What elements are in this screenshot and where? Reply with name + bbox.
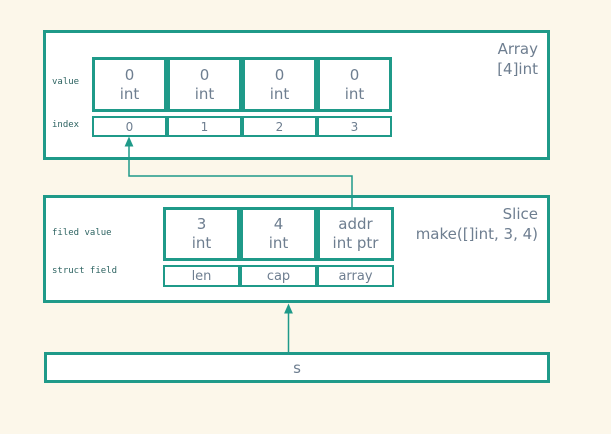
slice-cap-value-cell: 4 int: [240, 207, 317, 261]
slice-cell-value: 3: [196, 215, 207, 233]
value-row-label: value: [52, 77, 80, 87]
variable-box: s: [44, 352, 550, 383]
struct-field-cap: cap: [240, 265, 317, 287]
slice-field-value-row: 3 int 4 int addr int ptr: [163, 207, 394, 261]
array-title-name: Array: [497, 40, 538, 58]
variable-label: s: [293, 358, 301, 377]
array-title-type: [4]int: [497, 60, 538, 78]
struct-field-array: array: [317, 265, 394, 287]
array-index-cell: 3: [317, 116, 392, 137]
slice-cell-type: int ptr: [332, 234, 379, 252]
s-pointer-arrowhead: [284, 303, 293, 314]
array-index-cell: 0: [92, 116, 167, 137]
array-value-cell: 0 int: [317, 57, 392, 112]
slice-cell-value: addr: [338, 215, 373, 233]
array-value-row: 0 int 0 int 0 int 0 int: [92, 57, 392, 112]
slice-struct-field-row: len cap array: [163, 265, 394, 287]
slice-box: Slice make([]int, 3, 4) filed value stru…: [43, 195, 550, 303]
struct-field-len: len: [163, 265, 240, 287]
array-index-row: 0 1 2 3: [92, 116, 392, 137]
array-value-cell: 0 int: [242, 57, 317, 112]
array-box: Array [4]int value index 0 int 0 int 0 i…: [43, 30, 550, 160]
slice-cell-type: int: [268, 234, 289, 252]
slice-len-value-cell: 3 int: [163, 207, 240, 261]
struct-field-row-label: struct field: [52, 266, 118, 276]
array-value-cell: 0 int: [167, 57, 242, 112]
slice-title-expr: make([]int, 3, 4): [415, 225, 538, 243]
index-row-label: index: [52, 120, 80, 130]
array-cell-type: int: [269, 84, 290, 103]
array-cell-type: int: [344, 84, 365, 103]
array-value-cell: 0 int: [92, 57, 167, 112]
array-box-title: Array [4]int: [497, 39, 538, 79]
array-cell-type: int: [119, 84, 140, 103]
slice-box-title: Slice make([]int, 3, 4): [416, 204, 538, 244]
array-index-cell: 1: [167, 116, 242, 137]
array-index-cell: 2: [242, 116, 317, 137]
array-cell-value: 0: [124, 65, 135, 84]
array-cell-value: 0: [349, 65, 360, 84]
slice-cell-type: int: [191, 234, 212, 252]
array-cell-type: int: [194, 84, 215, 103]
array-cell-value: 0: [199, 65, 210, 84]
slice-array-pointer-cell: addr int ptr: [317, 207, 394, 261]
field-value-row-label: filed value: [52, 228, 112, 238]
slice-title-name: Slice: [502, 205, 538, 223]
array-cell-value: 0: [274, 65, 285, 84]
slice-cell-value: 4: [273, 215, 284, 233]
